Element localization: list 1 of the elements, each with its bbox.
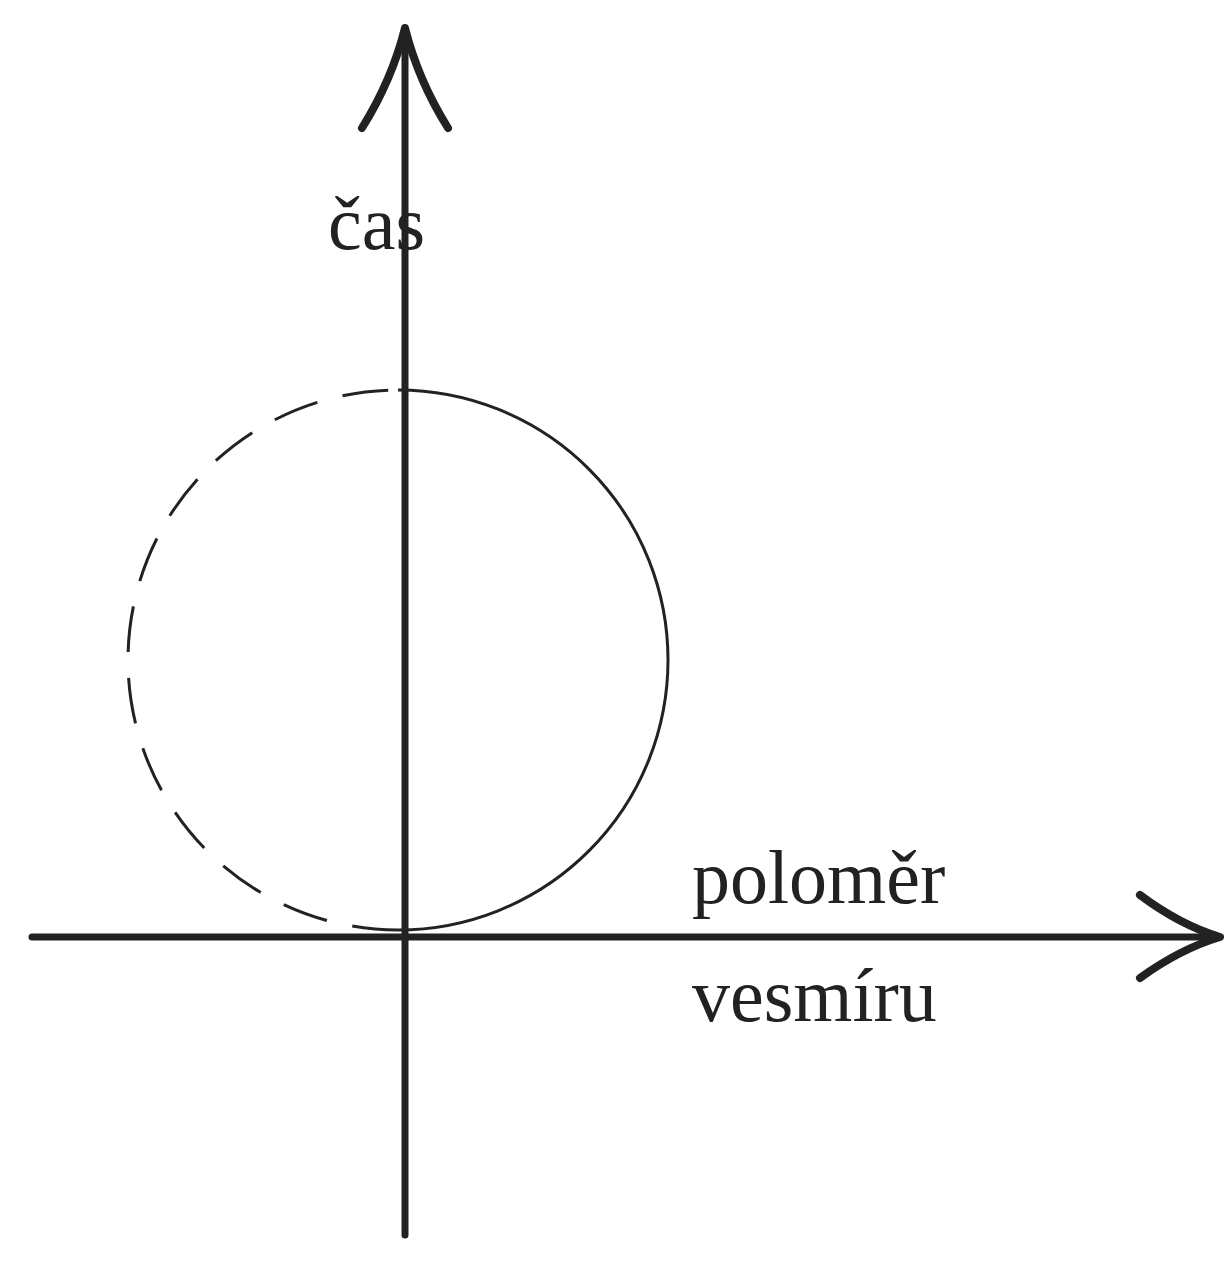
axis-label: poloměr vesmíru: [692, 834, 947, 1039]
